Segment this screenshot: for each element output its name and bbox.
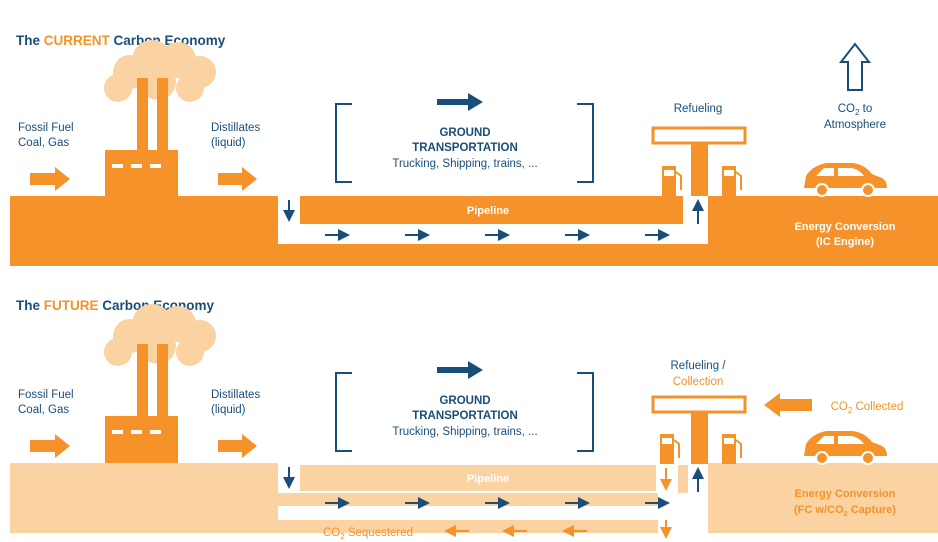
transport-modes-label: Trucking, Shipping, trains, ... [392, 158, 537, 170]
factory-icon [105, 344, 178, 463]
fossil-fuel-label: Fossil Fuel [18, 122, 74, 134]
fuel-pump-icon [660, 434, 742, 464]
bracket-right-icon [577, 372, 594, 452]
transport-arrow-icon [437, 93, 483, 111]
collection-trench-left [278, 493, 658, 506]
fuel-pump-icon [662, 166, 742, 196]
fossil-fuel-sublabel: Coal, Gas [18, 404, 69, 416]
co2-collected-label: CO2 Collected [831, 401, 904, 415]
bracket-left-icon [335, 103, 352, 183]
car-icon [804, 431, 887, 465]
co2-collect-arrow-icon [764, 393, 812, 417]
current-economy-panel: The CURRENT Carbon Economy Fossil Fuel C… [10, 33, 938, 266]
bracket-left-icon [335, 372, 352, 452]
transportation-label: TRANSPORTATION [412, 142, 518, 154]
current-title: The CURRENT Carbon Economy [16, 33, 226, 48]
fossil-fuel-sublabel: Coal, Gas [18, 137, 69, 149]
pipeline-bar [300, 465, 656, 491]
co2-release-arrow-icon [838, 42, 872, 91]
refueling-station-icon [651, 395, 747, 464]
bracket-right-icon [577, 103, 594, 183]
input-arrow-icon [30, 434, 70, 458]
pipeline-bar [300, 196, 683, 224]
ic-engine-label: (IC Engine) [816, 236, 874, 248]
ground-label: GROUND [439, 395, 490, 407]
refueling-label: Refueling / [671, 360, 727, 372]
refueling-station-icon [651, 126, 747, 196]
refueling-label: Refueling [674, 103, 723, 115]
ground-label: GROUND [439, 127, 490, 139]
collection-label: Collection [673, 376, 724, 388]
transport-modes-label: Trucking, Shipping, trains, ... [392, 426, 537, 438]
energy-conversion-label: Energy Conversion [795, 488, 896, 500]
transport-arrow-icon [437, 361, 483, 379]
atmosphere-label: Atmosphere [824, 119, 886, 131]
co2-sequestered-label: CO2 Sequestered [323, 527, 413, 541]
transportation-label: TRANSPORTATION [412, 410, 518, 422]
distillates-label: Distillates [211, 389, 260, 401]
pipeline-label: Pipeline [467, 205, 509, 217]
distillates-sublabel: (liquid) [211, 404, 246, 416]
factory-icon [105, 78, 178, 197]
energy-conversion-label: Energy Conversion [795, 221, 896, 233]
car-icon [804, 163, 887, 197]
fossil-fuel-label: Fossil Fuel [18, 389, 74, 401]
ground-band [10, 463, 938, 533]
fc-capture-label: (FC w/CO2 Capture) [794, 504, 896, 518]
input-arrow-icon [30, 167, 70, 191]
pipeline-connector [678, 465, 688, 493]
distillates-sublabel: (liquid) [211, 137, 246, 149]
pipeline-label: Pipeline [467, 473, 509, 485]
output-arrow-icon [218, 434, 257, 458]
ground-band [10, 196, 938, 266]
output-arrow-icon [218, 167, 257, 191]
co2-to-label: CO2 to [838, 103, 873, 117]
distillates-label: Distillates [211, 122, 260, 134]
future-economy-panel: The FUTURE Carbon Economy Fossil Fuel Co… [10, 298, 938, 541]
